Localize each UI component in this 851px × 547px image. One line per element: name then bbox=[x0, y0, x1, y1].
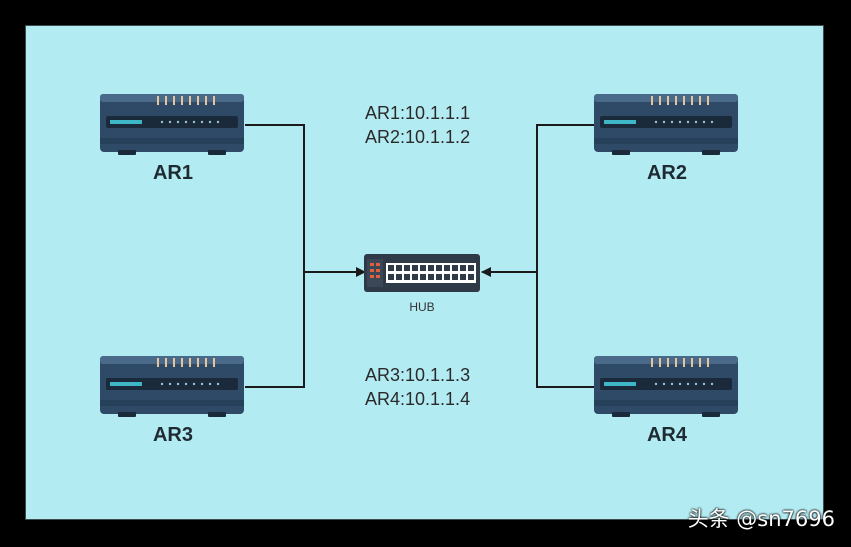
router-ar2-icon bbox=[594, 94, 738, 155]
link-ar4 bbox=[536, 272, 597, 388]
router-ar4-icon bbox=[594, 356, 738, 417]
link-ar2 bbox=[536, 124, 597, 272]
hub-label: HUB bbox=[409, 300, 435, 314]
watermark: 头条 @sn7696 bbox=[687, 507, 835, 531]
link-ar1 bbox=[245, 124, 305, 272]
router-ar3-icon bbox=[100, 356, 244, 417]
address-ar1: AR1:10.1.1.1 bbox=[365, 103, 471, 123]
router-ar2-label: AR2 bbox=[646, 162, 687, 184]
address-block-top: AR1:10.1.1.1 AR2:10.1.1.2 bbox=[365, 101, 470, 149]
router-ar1-label: AR1 bbox=[152, 162, 193, 184]
router-ar1-icon bbox=[100, 94, 244, 155]
address-ar3: AR3:10.1.1.3 bbox=[365, 365, 471, 385]
address-ar2: AR2:10.1.1.2 bbox=[365, 127, 471, 147]
hub-icon bbox=[364, 254, 480, 292]
router-ar3-label: AR3 bbox=[152, 424, 193, 446]
address-ar4: AR4:10.1.1.4 bbox=[365, 389, 471, 409]
link-ar3 bbox=[245, 272, 305, 388]
router-ar4-label: AR4 bbox=[646, 424, 687, 446]
address-block-bottom: AR3:10.1.1.3 AR4:10.1.1.4 bbox=[365, 363, 470, 411]
